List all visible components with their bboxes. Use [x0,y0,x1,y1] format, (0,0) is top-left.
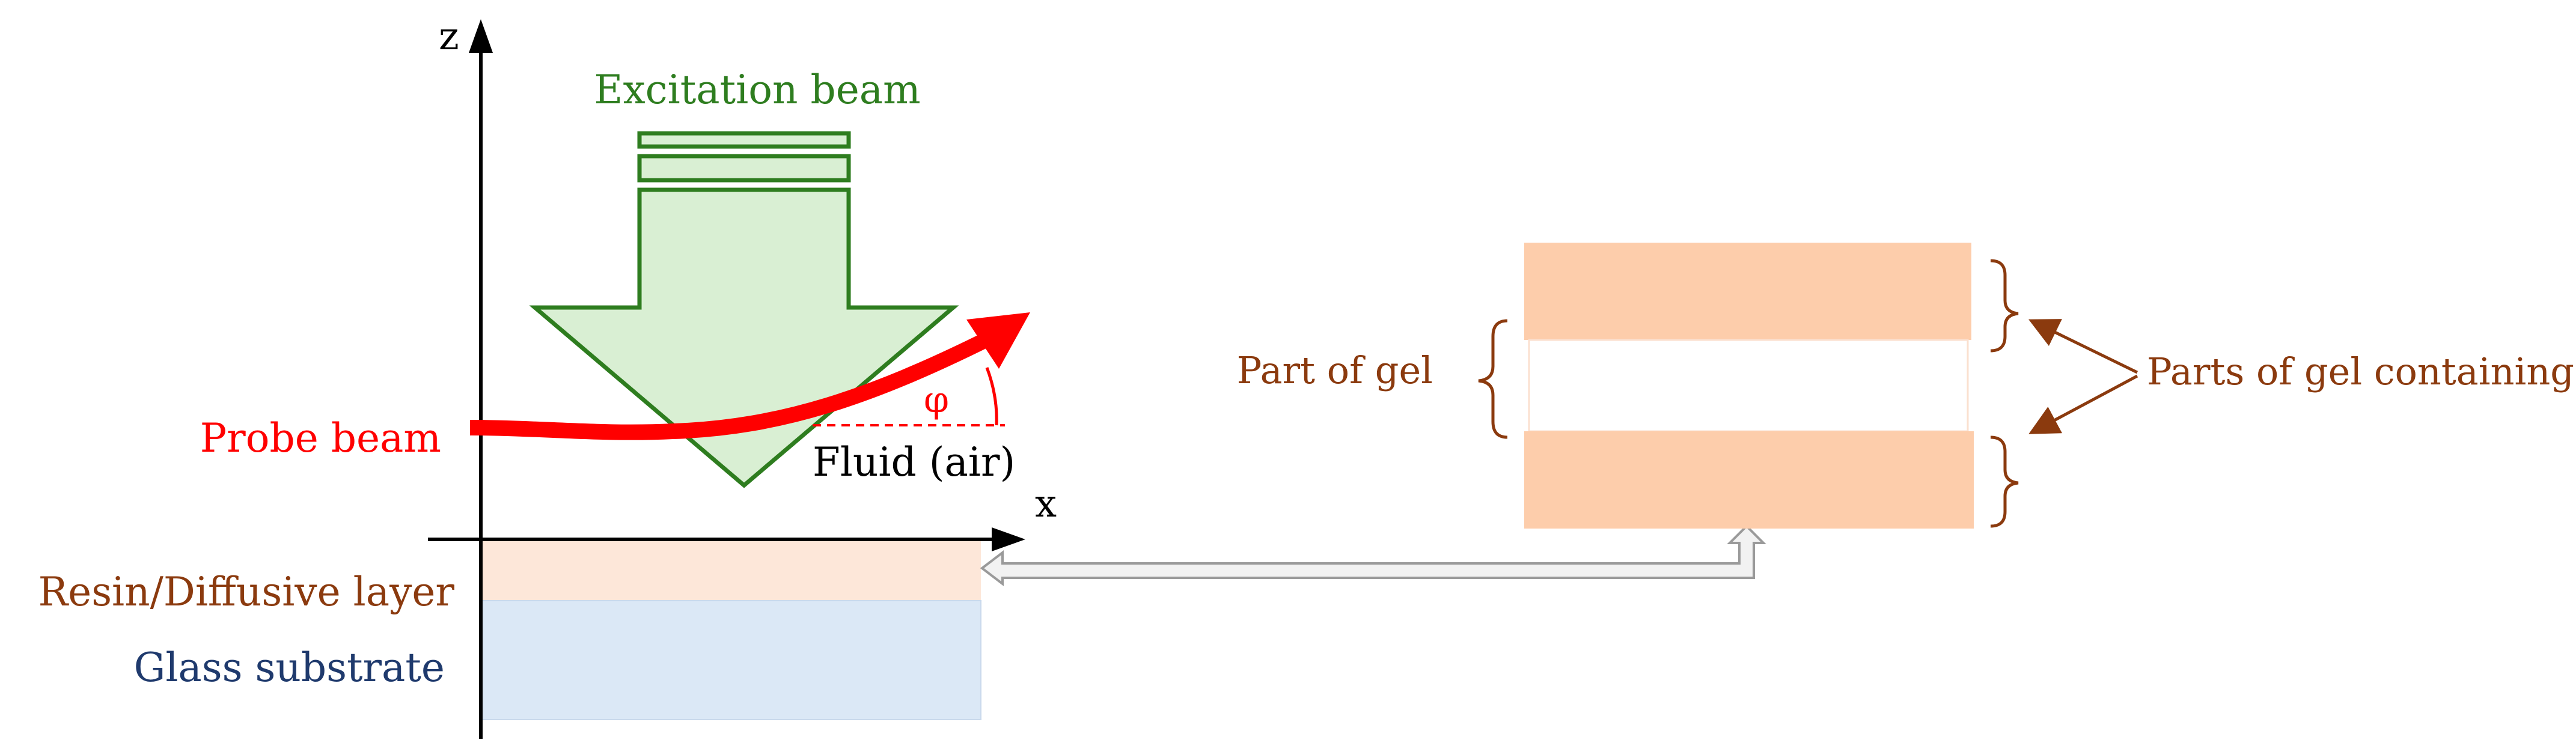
phi-label: φ [924,379,949,421]
top-gel-brace [1990,259,2019,353]
pointer-arrow-upper [2028,319,2138,374]
gel-bottom-band [1524,431,1974,529]
resin-layer-label: Resin/Diffusive layer [38,569,454,615]
gel-illustration [1524,243,1974,529]
x-axis-arrowhead [992,527,1025,551]
glass-substrate-label: Glass substrate [134,644,445,691]
bottom-gel-brace [1990,435,2019,528]
gel-middle-band [1528,339,1969,432]
z-axis-label: z [439,14,459,59]
glass-substrate [480,600,981,720]
part-of-gel-brace [1478,319,1508,439]
resin-diffusive-layer [481,539,981,601]
gel-top-band [1524,243,1971,340]
part-of-gel-label: Part of gel [1237,348,1433,392]
connector-arrow [980,524,1766,587]
excitation-beam [529,131,959,488]
probe-beam-label: Probe beam [200,415,441,461]
pointer-arrow-lower [2028,374,2138,434]
excitation-beam-stripe-middle [637,154,851,183]
x-axis-label: x [1035,482,1057,526]
parts-of-gel-containing-label: Parts of gel containing [2147,350,2574,393]
probe-beam [469,333,989,440]
excitation-beam-label: Excitation beam [594,67,920,113]
probe-beam-arrowhead [966,312,1030,369]
excitation-beam-stripe-top [637,131,851,149]
deflection-angle-arc [985,367,998,426]
z-axis-arrowhead [469,19,493,53]
fluid-label: Fluid (air) [813,439,1015,485]
